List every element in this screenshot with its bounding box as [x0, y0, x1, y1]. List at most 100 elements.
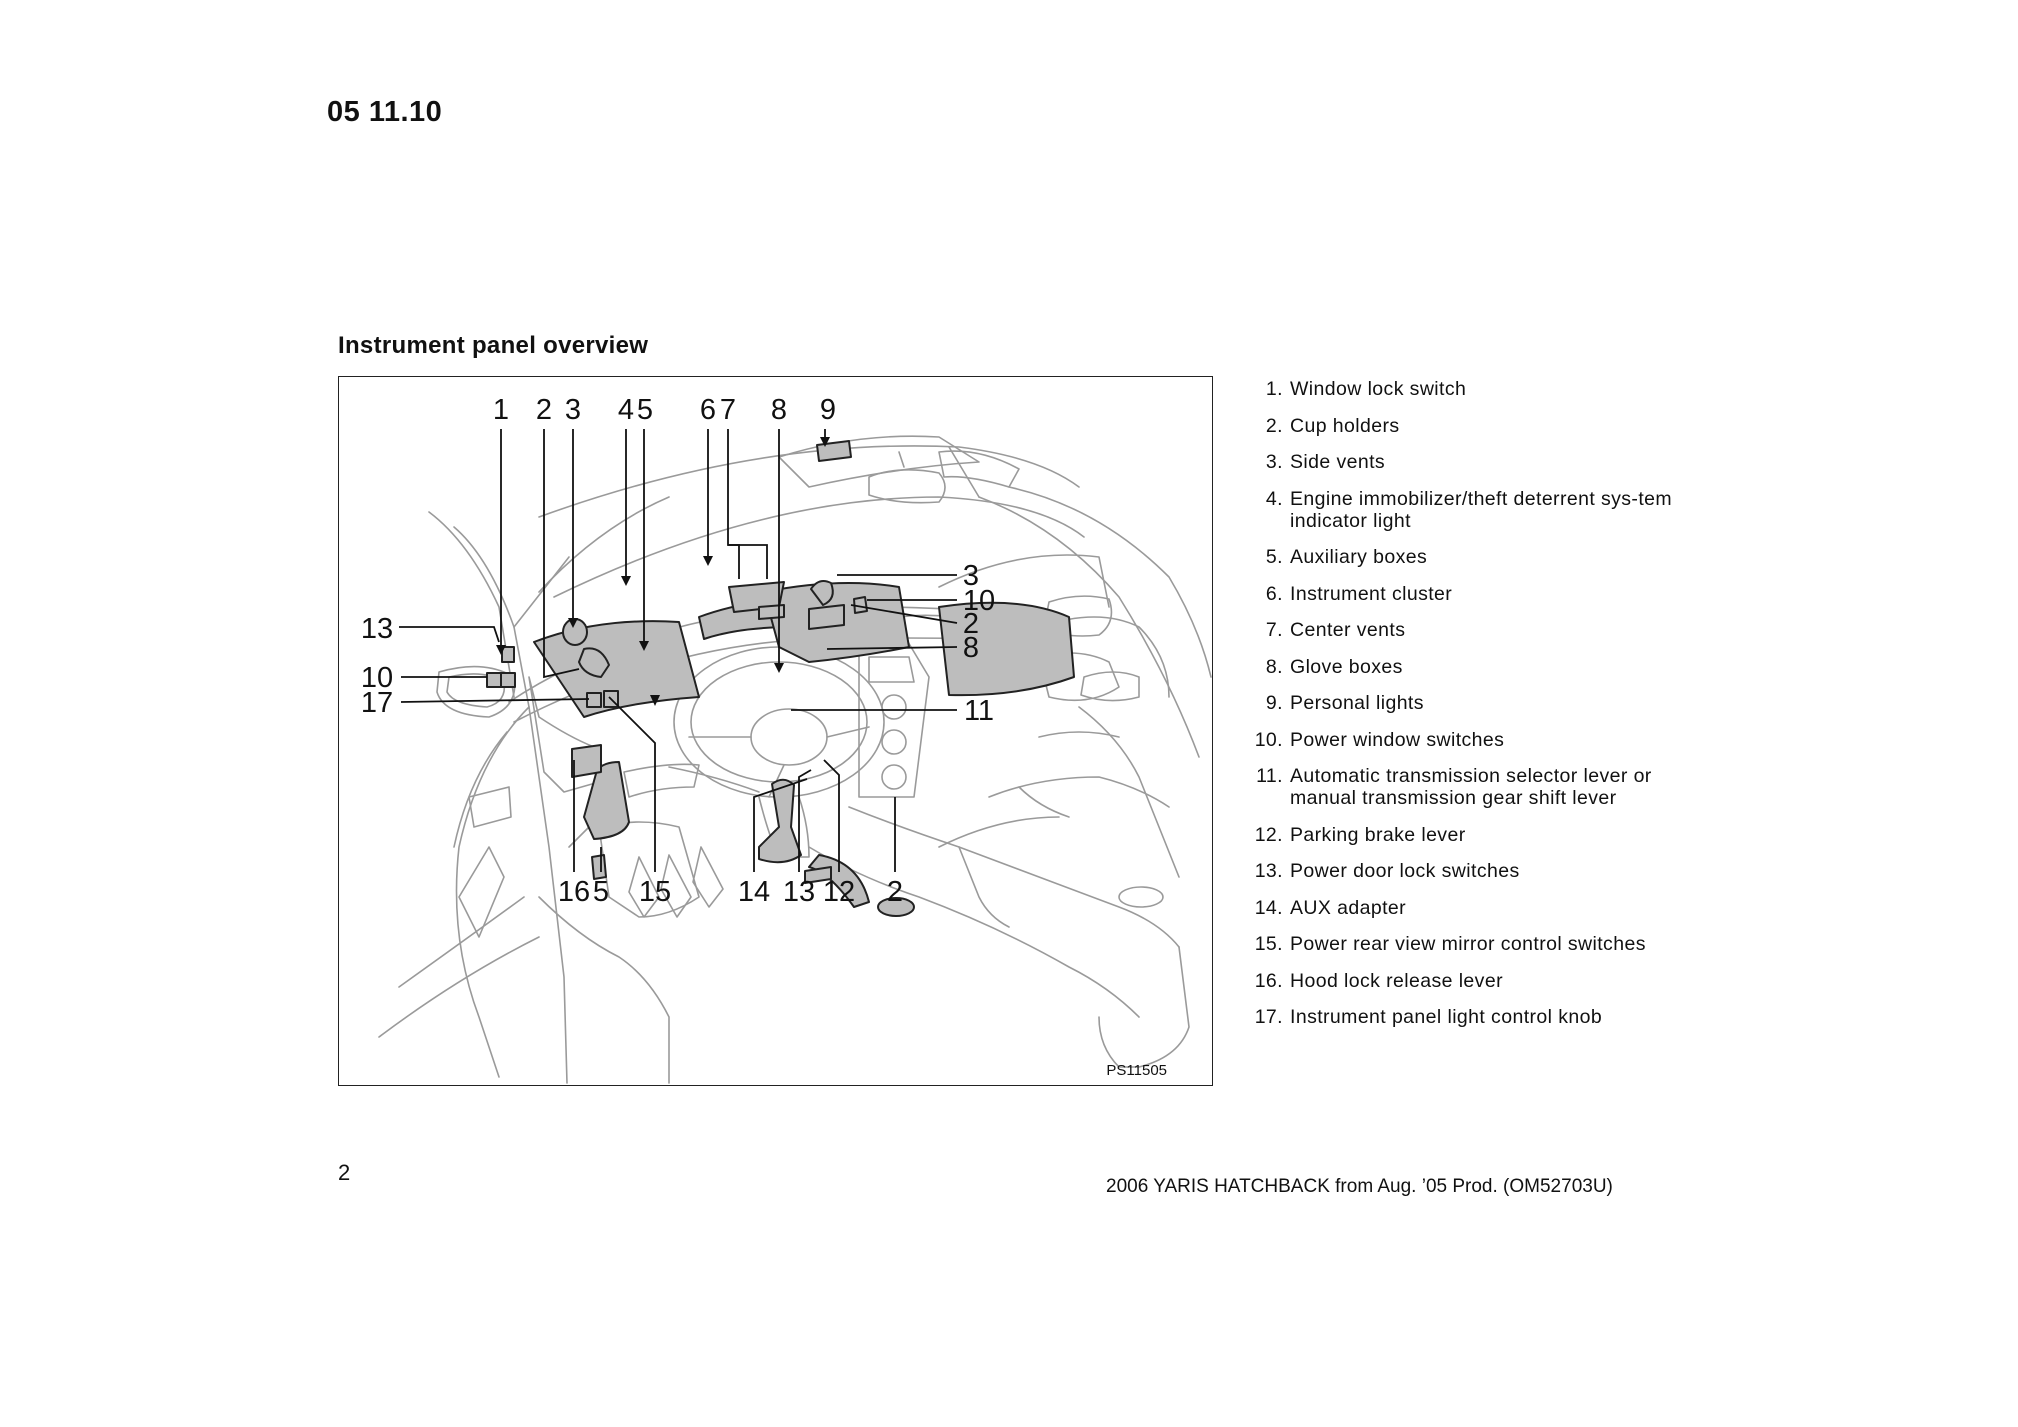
legend-text: Automatic transmission selector lever or… [1290, 765, 1652, 809]
legend-item: 3.Side vents [1248, 451, 1718, 473]
page-footer: 2006 YARIS HATCHBACK from Aug. ’05 Prod.… [1106, 1176, 1613, 1197]
legend-number: 11. [1256, 765, 1283, 787]
legend-text: Center vents [1290, 619, 1406, 641]
legend-text: Side vents [1290, 451, 1386, 473]
legend-number: 17. [1254, 1006, 1283, 1028]
left-small-box [591, 854, 607, 880]
top-callout-numbers: 1 2 3 4 5 6 7 8 9 [493, 394, 836, 426]
legend-number: 2. [1265, 414, 1283, 437]
callout-top-6: 6 [700, 394, 716, 426]
callout-right-3: 3 [963, 560, 979, 592]
legend-number: 15. [1254, 933, 1283, 955]
callout-bottom-12: 12 [823, 876, 855, 908]
window-switch-left [501, 646, 515, 663]
callout-right-11: 11 [964, 695, 994, 727]
bottom-callout-numbers: 16 5 15 14 13 12 2 [558, 876, 903, 908]
legend-text: Power window switches [1290, 728, 1505, 751]
callout-top-4: 4 [618, 394, 634, 426]
legend-text: Hood lock release lever [1290, 969, 1503, 992]
highlighted-components [486, 440, 1075, 917]
page-header-code: 05 11.10 [327, 96, 443, 128]
window-switch-right [853, 596, 868, 614]
callout-top-3: 3 [565, 394, 581, 426]
callout-left-17: 17 [361, 687, 393, 719]
legend-number: 14. [1254, 896, 1283, 919]
callout-right-8: 8 [963, 632, 979, 664]
legend-text: Parking brake lever [1290, 823, 1466, 846]
side-vent-right [810, 580, 834, 606]
legend-text: Auxiliary boxes [1290, 546, 1428, 568]
callout-bottom-2: 2 [887, 876, 903, 908]
component-legend: 1. Window lock switch 2. Cup holders 3.Sid… [1248, 378, 1718, 1043]
door-switch-left [486, 672, 502, 688]
legend-text: AUX adapter [1290, 896, 1407, 919]
legend-item: 16. Hood lock release lever [1248, 970, 1718, 992]
callout-top-8: 8 [771, 394, 787, 426]
callout-top-9: 9 [820, 394, 836, 426]
legend-text: Cup holders [1290, 414, 1400, 437]
legend-number: 13. [1254, 860, 1283, 882]
legend-item: 10. Power window switches [1248, 729, 1718, 751]
shift-lever [758, 778, 802, 864]
legend-item: 12. Parking brake lever [1248, 824, 1718, 846]
legend-number: 4. [1265, 487, 1283, 510]
door-switch-left-2 [500, 672, 516, 688]
legend-item: 1. Window lock switch [1248, 378, 1718, 400]
legend-text: Instrument cluster [1290, 582, 1453, 605]
instrument-panel-figure: 1 2 3 4 5 6 7 8 9 13 10 17 3 10 2 8 11 1… [338, 376, 1213, 1086]
callout-top-7: 7 [720, 394, 736, 426]
right-callout-numbers: 3 10 2 8 11 [963, 560, 995, 727]
callout-arrowheads [496, 437, 830, 706]
personal-light [816, 440, 852, 462]
legend-number: 6. [1265, 582, 1283, 605]
callout-left-10: 10 [361, 662, 393, 694]
figure-code: PS11505 [1106, 1062, 1167, 1079]
cup-holder-rear [877, 897, 915, 917]
callout-bottom-5: 5 [593, 876, 609, 908]
legend-item: 5. Auxiliary boxes [1248, 546, 1718, 568]
legend-item: 9. Personal lights [1248, 692, 1718, 714]
legend-item: 6. Instrument cluster [1248, 583, 1718, 605]
legend-item: 8. Glove boxes [1248, 656, 1718, 678]
callout-top-2: 2 [536, 394, 552, 426]
legend-number: 9. [1265, 692, 1283, 714]
legend-item: 13.Power door lock switches [1248, 860, 1718, 882]
legend-text: Window lock switch [1290, 378, 1467, 400]
callout-bottom-16: 16 [558, 876, 590, 908]
mirror-switch-1 [586, 692, 602, 708]
legend-item: 14. AUX adapter [1248, 897, 1718, 919]
aux-adapter [804, 866, 832, 884]
callout-top-5: 5 [637, 394, 653, 426]
section-title: Instrument panel overview [338, 332, 649, 359]
page-number: 2 [338, 1160, 351, 1185]
instrument-panel-illustration: 1 2 3 4 5 6 7 8 9 13 10 17 3 10 2 8 11 1… [361, 394, 1212, 1084]
legend-text: Glove boxes [1290, 655, 1403, 678]
legend-text: Personal lights [1290, 692, 1424, 714]
left-lower-auxbox [583, 761, 630, 840]
legend-item: 17. Instrument panel light control knob [1248, 1006, 1718, 1028]
legend-item: 2. Cup holders [1248, 415, 1718, 437]
legend-number: 16. [1254, 969, 1283, 992]
callout-leader-lines [399, 429, 958, 872]
callout-top-1: 1 [493, 394, 509, 426]
legend-number: 5. [1265, 546, 1283, 568]
legend-number: 10. [1254, 728, 1283, 751]
legend-text: Engine immobilizer/theft deterrent sys-t… [1290, 487, 1673, 532]
legend-text: Power rear view mirror control switches [1290, 933, 1646, 955]
left-side-panel-16 [571, 744, 602, 778]
legend-item: 7. Center vents [1248, 619, 1718, 641]
callout-bottom-13: 13 [783, 876, 815, 908]
legend-number: 12. [1254, 823, 1283, 846]
legend-text: Instrument panel light control knob [1290, 1006, 1603, 1028]
callout-bottom-15: 15 [639, 876, 671, 908]
callout-bottom-14: 14 [738, 876, 770, 908]
car-interior-drawing [378, 435, 1212, 1084]
legend-number: 8. [1265, 655, 1283, 678]
center-vent-2 [758, 604, 785, 620]
legend-item: 4. Engine immobilizer/theft deterrent sys… [1248, 488, 1718, 532]
legend-number: 1. [1265, 378, 1283, 400]
left-callout-numbers: 13 10 17 [361, 613, 393, 719]
legend-number: 7. [1265, 619, 1283, 641]
center-vents [808, 604, 845, 630]
right-glovebox-lower [938, 601, 1075, 697]
